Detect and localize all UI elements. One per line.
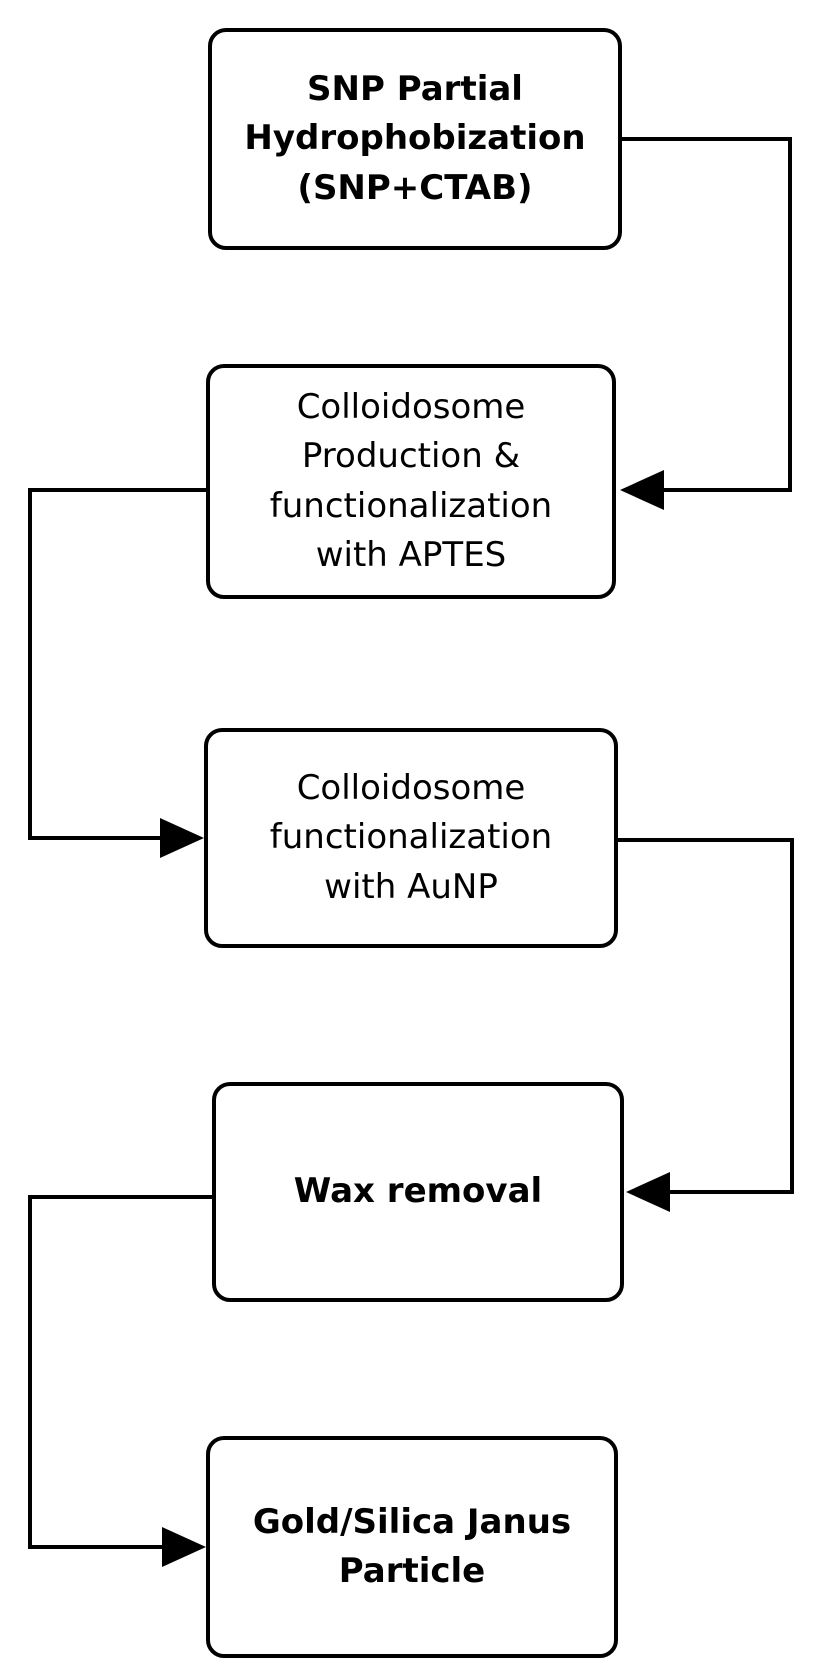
step-label: Wax removal [294, 1167, 542, 1216]
step-label-line: with AuNP [324, 866, 498, 907]
step-label-line: Hydrophobization [244, 118, 586, 159]
step-label-line: Production & [301, 436, 521, 477]
step-label-line: functionalization [269, 817, 553, 858]
connector-step3-to-step4 [618, 838, 794, 1194]
step-label-line: (SNP+CTAB) [297, 167, 533, 208]
arrowhead-step2 [620, 470, 664, 510]
step-label-line: SNP Partial [307, 69, 523, 110]
step-colloidosome-production: Colloidosome Production & functionalizat… [206, 364, 616, 599]
step-label-line: with APTES [315, 534, 507, 575]
step-label-line: Colloidosome [296, 768, 526, 809]
step-label-line: Particle [338, 1551, 486, 1591]
step-snp-partial-hydrophobization: SNP Partial Hydrophobization (SNP+CTAB) [208, 28, 622, 250]
step-label: Gold/Silica Janus Particle [253, 1498, 571, 1597]
connector-step2-to-step3 [28, 488, 206, 840]
step-gold-silica-janus-particle: Gold/Silica Janus Particle [206, 1436, 618, 1658]
step-label-line: Gold/Silica Janus [252, 1501, 572, 1542]
step-label-line: Wax removal [293, 1171, 543, 1212]
arrowhead-step3 [160, 818, 204, 858]
step-label-line: functionalization [269, 485, 553, 526]
step-wax-removal: Wax removal [212, 1082, 624, 1302]
step-label: Colloidosome functionalization with AuNP [270, 764, 552, 912]
step-colloidosome-aunp-functionalization: Colloidosome functionalization with AuNP [204, 728, 618, 948]
arrowhead-step4 [626, 1172, 670, 1212]
connector-step1-to-step2 [622, 137, 792, 492]
arrowhead-step5 [162, 1527, 206, 1567]
step-label-line: Colloidosome [296, 386, 526, 427]
connector-step4-to-step5 [28, 1195, 212, 1549]
step-label: SNP Partial Hydrophobization (SNP+CTAB) [244, 65, 585, 213]
step-label: Colloidosome Production & functionalizat… [270, 383, 552, 580]
